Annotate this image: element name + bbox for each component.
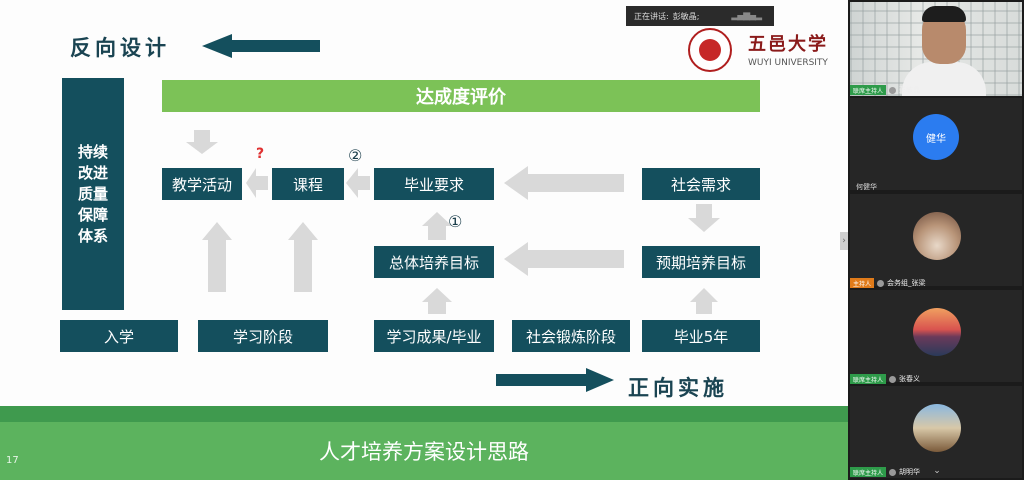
host-tag: 联席主持人 bbox=[850, 85, 887, 95]
host-tag: 联席主持人 bbox=[850, 467, 887, 477]
university-name-cn: 五邑大学 bbox=[748, 34, 828, 55]
participant-label: 主持人 会务组_张梁 bbox=[850, 277, 926, 289]
footer-stripe bbox=[0, 406, 848, 422]
participant-name: 会务组_张梁 bbox=[887, 279, 926, 287]
participant-name: 何健华 bbox=[856, 183, 877, 191]
teaching-activity-box: 教学活动 bbox=[162, 168, 242, 200]
mic-icon bbox=[877, 279, 885, 287]
participant-tile[interactable] bbox=[850, 194, 1022, 286]
course-box: 课程 bbox=[272, 168, 344, 200]
down-arrow-icon bbox=[688, 204, 720, 232]
annotation-2: ② bbox=[348, 146, 363, 165]
up-arrow-icon bbox=[288, 222, 318, 292]
annotation-1: ① bbox=[448, 212, 463, 231]
left-arrow-icon bbox=[246, 168, 268, 198]
quality-assurance-box: 持续 改进 质量 保障 体系 bbox=[62, 78, 124, 310]
participant-tile[interactable]: 健华 何健华 bbox=[850, 98, 1022, 191]
social-stage-box: 社会锻炼阶段 bbox=[512, 320, 630, 352]
mic-icon bbox=[889, 468, 897, 476]
chevron-down-icon[interactable]: ⌄ bbox=[933, 466, 941, 476]
learning-outcome-box: 学习成果/毕业 bbox=[374, 320, 494, 352]
speaking-indicator: 正在讲话: 彭敏晶; ▂▄▆▄▂ bbox=[626, 6, 774, 26]
participant-tile[interactable] bbox=[850, 290, 1022, 382]
footer-title: 人才培养方案设计思路 bbox=[0, 422, 848, 480]
speaker-video-label: 联席主持人 彭敏晶 bbox=[850, 84, 920, 96]
participant-panel: 联席主持人 彭敏晶 健华 何健华 主持人 会务组_张梁 联席主持人 张春义 联席… bbox=[848, 0, 1024, 480]
collapse-panel-button[interactable]: › bbox=[840, 232, 848, 250]
study-stage-box: 学习阶段 bbox=[198, 320, 328, 352]
up-arrow-icon bbox=[202, 222, 232, 292]
left-arrow-icon bbox=[504, 242, 624, 276]
presentation-slide: 反向设计 正向实施 五邑大学 WUYI UNIVERSITY 达成度评价 持续 … bbox=[0, 0, 848, 480]
university-name-en: WUYI UNIVERSITY bbox=[748, 58, 828, 68]
speaker-video-tile[interactable] bbox=[850, 2, 1022, 96]
enrollment-box: 入学 bbox=[60, 320, 178, 352]
participant-name: 彭敏晶 bbox=[899, 86, 921, 94]
flow-arrows bbox=[186, 34, 720, 392]
university-seal-icon bbox=[688, 28, 732, 72]
host-tag: 主持人 bbox=[850, 278, 875, 288]
participant-name: 张春义 bbox=[899, 375, 921, 383]
graduation-requirement-box: 毕业要求 bbox=[374, 168, 494, 200]
participant-name: 胡明华 bbox=[899, 468, 921, 476]
left-arrow-icon bbox=[504, 166, 624, 200]
forward-arrow-icon bbox=[496, 368, 614, 392]
five-years-after-box: 毕业5年 bbox=[642, 320, 760, 352]
up-arrow-icon bbox=[422, 212, 452, 240]
down-arrow-icon bbox=[186, 130, 218, 154]
mic-icon bbox=[889, 375, 897, 383]
participant-label: 联席主持人 张春义 bbox=[850, 373, 920, 385]
avatar bbox=[913, 212, 961, 260]
forward-implementation-title: 正向实施 bbox=[628, 376, 728, 400]
reverse-design-title: 反向设计 bbox=[70, 36, 170, 60]
avatar bbox=[913, 308, 961, 356]
avatar: 健华 bbox=[913, 114, 959, 160]
question-mark: ? bbox=[256, 146, 265, 162]
left-arrow-icon bbox=[346, 168, 370, 198]
participant-label: 联席主持人 胡明华 bbox=[850, 466, 920, 478]
page-number: 17 bbox=[6, 455, 19, 466]
audio-wave-icon: ▂▄▆▄▂ bbox=[731, 11, 762, 21]
reverse-arrow-icon bbox=[202, 34, 320, 58]
up-arrow-icon bbox=[690, 288, 718, 314]
expected-goal-box: 预期培养目标 bbox=[642, 246, 760, 278]
up-arrow-icon bbox=[422, 288, 452, 314]
host-tag: 联席主持人 bbox=[850, 374, 887, 384]
avatar bbox=[913, 404, 961, 452]
overall-goal-box: 总体培养目标 bbox=[374, 246, 494, 278]
mic-icon bbox=[889, 86, 897, 94]
social-need-box: 社会需求 bbox=[642, 168, 760, 200]
participant-tile[interactable] bbox=[850, 386, 1022, 478]
achievement-evaluation-bar: 达成度评价 bbox=[162, 80, 760, 112]
